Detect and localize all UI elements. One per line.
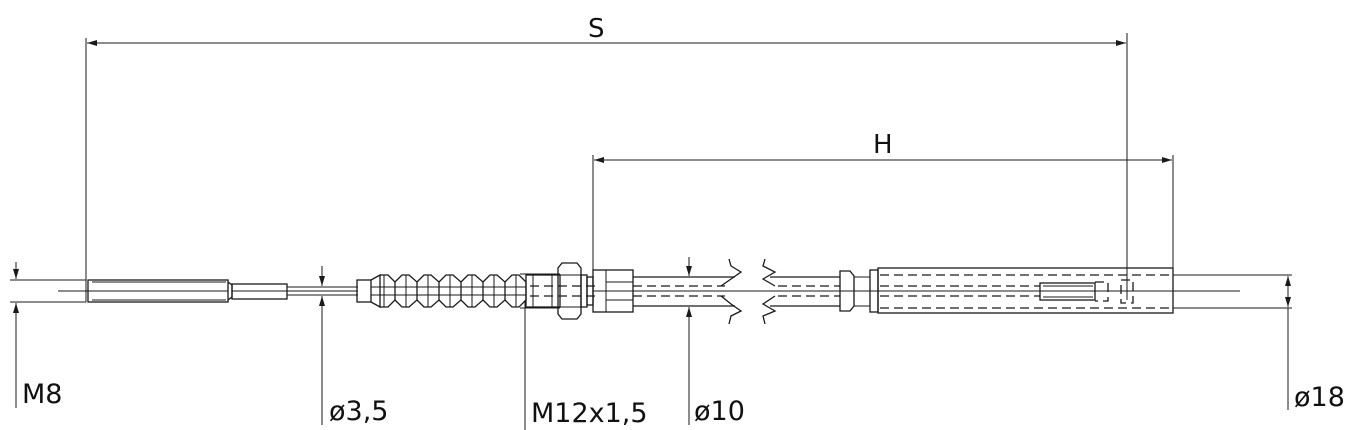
bellows: [356, 273, 527, 309]
dimension-label-s: S: [588, 14, 605, 44]
dimension-h: [592, 155, 1174, 278]
dimension-label-h: H: [873, 130, 893, 160]
callout-sheath-diameter: ø10: [694, 396, 745, 427]
wire: [287, 286, 358, 296]
dimension-m8: [10, 262, 86, 408]
callout-wire-diameter: ø3,5: [329, 396, 389, 427]
dimension-s: [85, 33, 1128, 302]
end-sleeve: [839, 267, 1292, 314]
callout-mount-thread: M12x1,5: [531, 398, 648, 429]
threaded-end: [58, 279, 288, 303]
callout-sleeve-diameter: ø18: [1294, 382, 1345, 413]
callout-thread-end: M8: [22, 379, 63, 410]
mount-thread-and-nut: [520, 262, 600, 320]
sheathed-cable: [593, 258, 1240, 325]
